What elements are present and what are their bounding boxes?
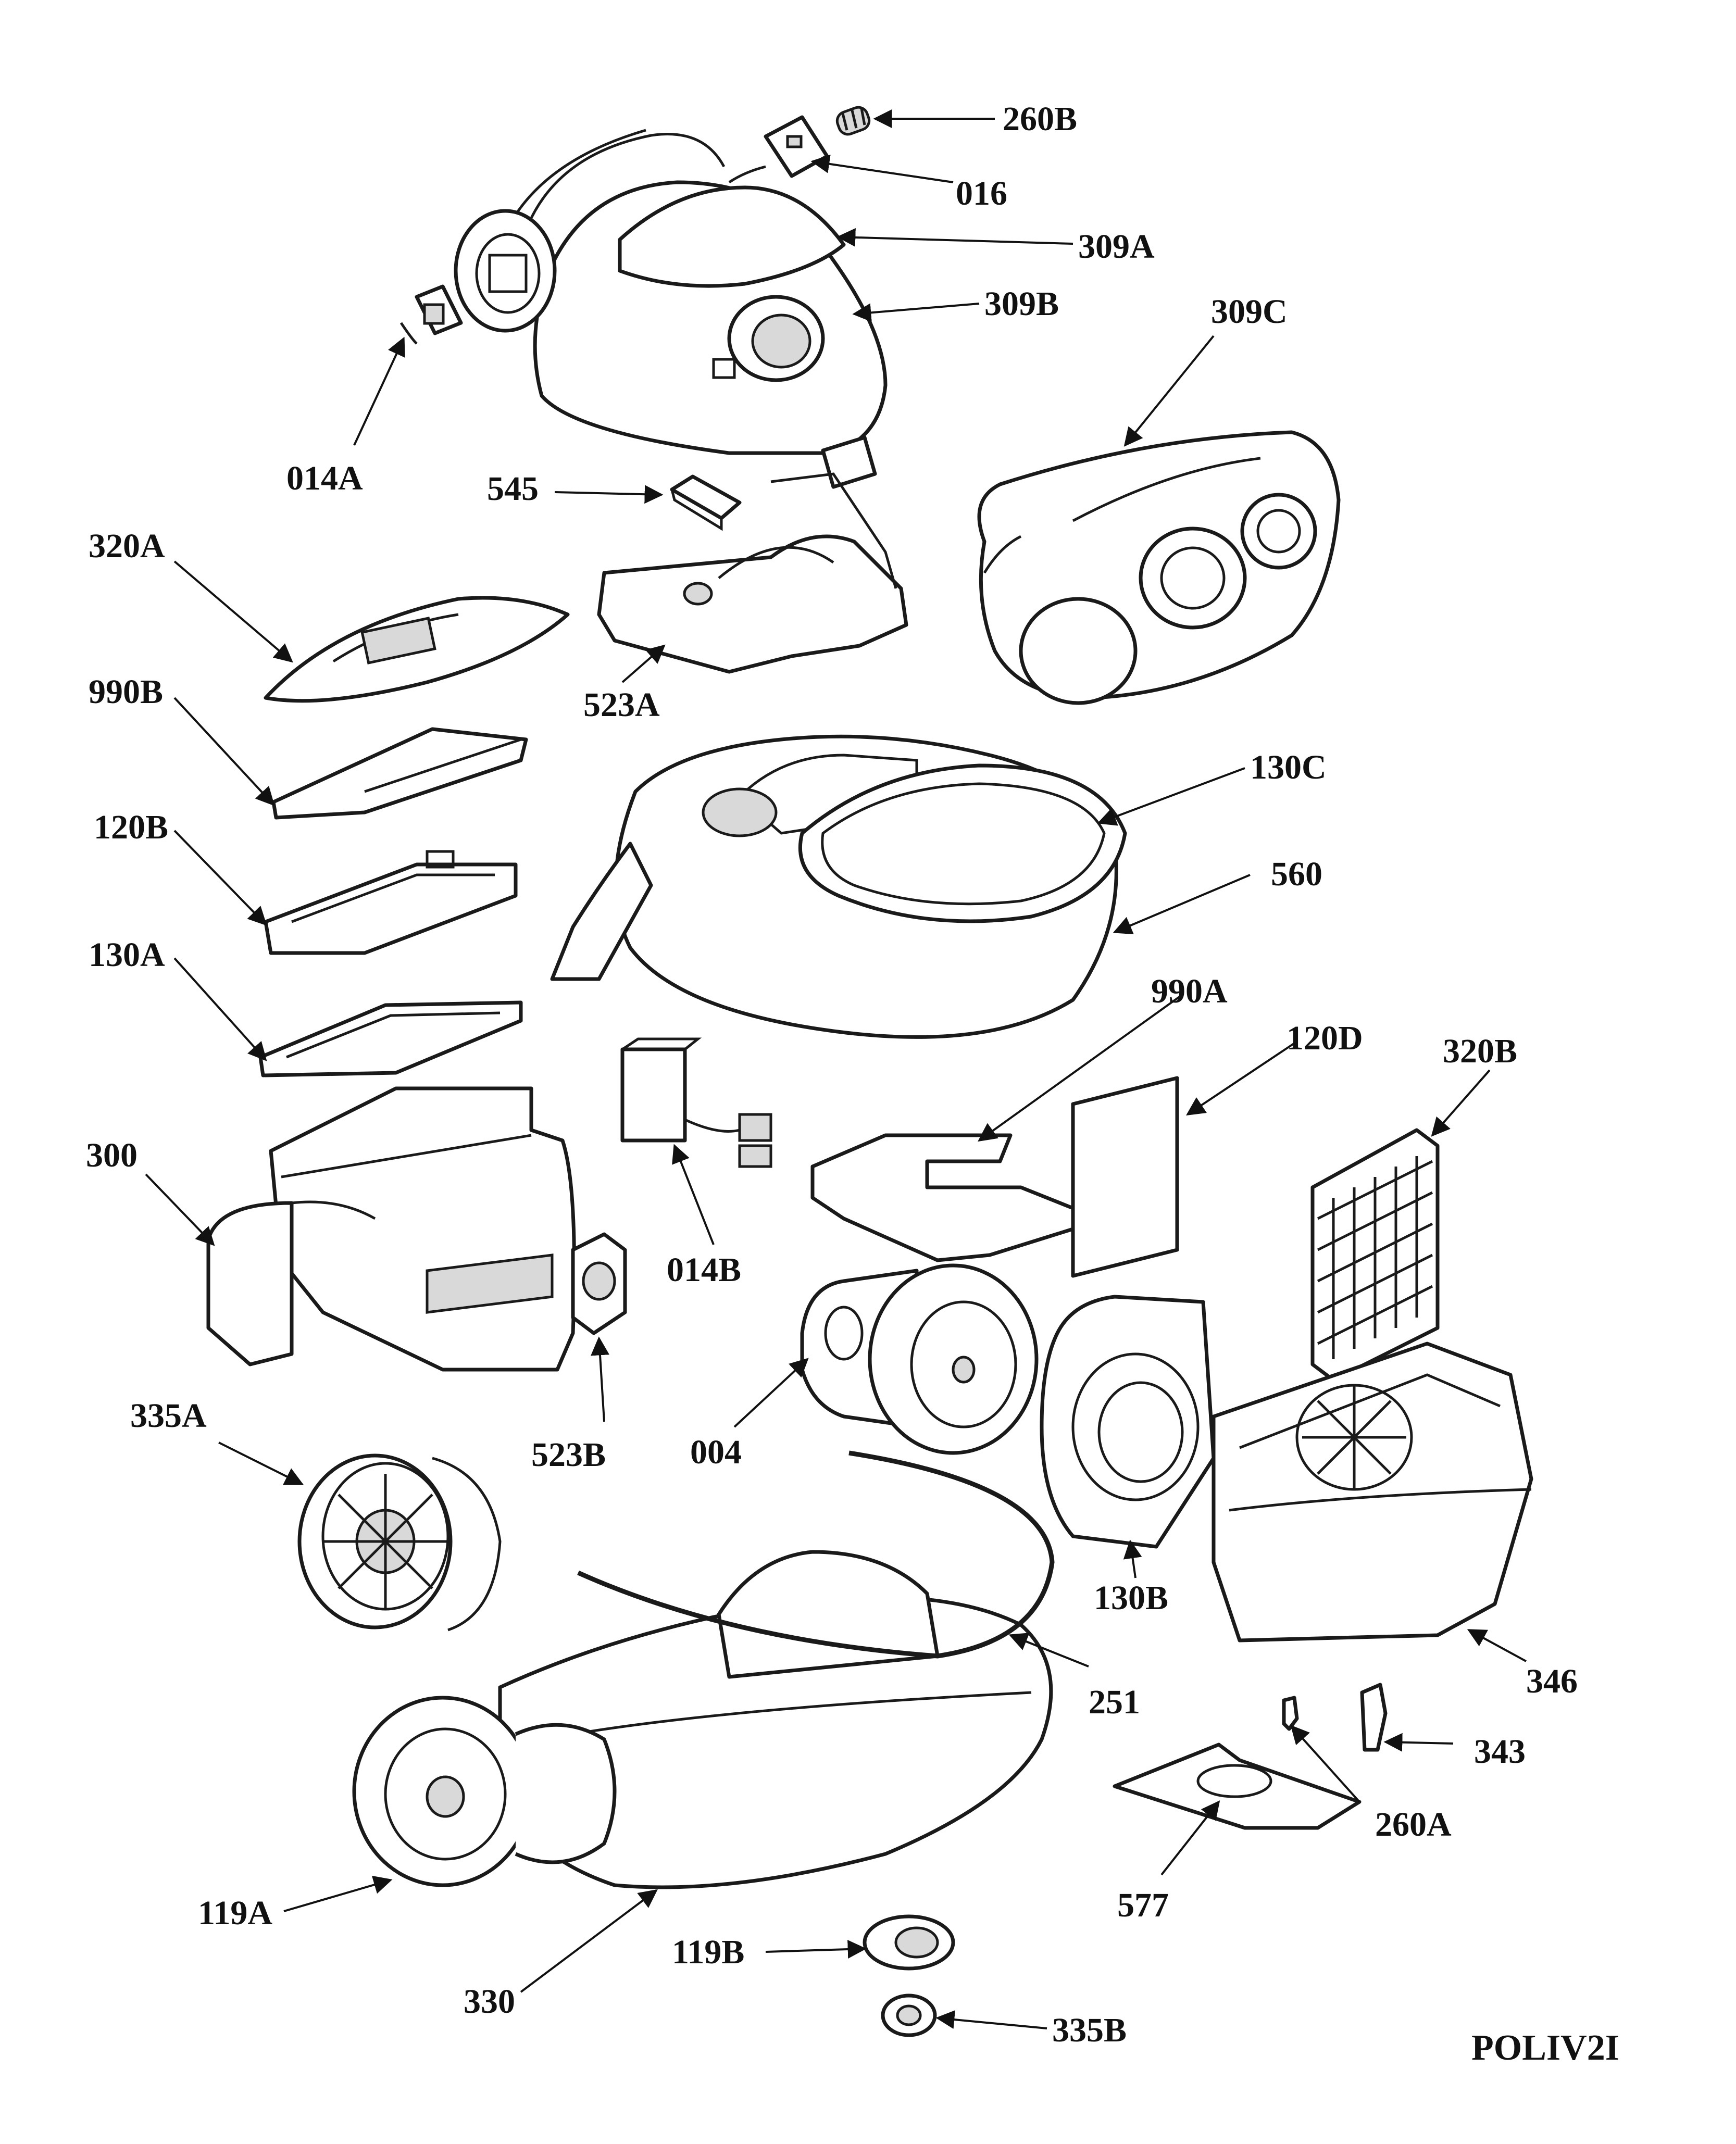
- leader-251: [1008, 1633, 1089, 1667]
- callout-014A: 014A: [286, 459, 363, 497]
- leader-014A: [353, 336, 405, 446]
- part-drawing-119B: [863, 1914, 955, 1971]
- leader-990A: [978, 994, 1183, 1142]
- callout-990A: 990A: [1151, 972, 1228, 1010]
- callout-120B: 120B: [94, 808, 168, 846]
- part-drawing-330: [498, 1550, 1053, 1889]
- callout-309C: 309C: [1211, 293, 1288, 331]
- part-drawing-130A: [258, 1000, 523, 1077]
- leader-577: [1160, 1800, 1220, 1876]
- model-code: POLIV2I: [1471, 2028, 1619, 2068]
- leader-990B: [173, 697, 275, 806]
- part-drawing-130B: [1040, 1295, 1216, 1549]
- part-drawing-016: [728, 115, 829, 184]
- leader-130C: [1097, 767, 1245, 826]
- callout-335A: 335A: [130, 1397, 207, 1435]
- part-drawing-130C: [798, 763, 1127, 923]
- callout-320B: 320B: [1443, 1032, 1517, 1070]
- callout-523B: 523B: [531, 1436, 606, 1474]
- leader-016: [810, 154, 954, 183]
- leader-119A: [283, 1875, 393, 1912]
- part-drawing-577: [1113, 1742, 1362, 1830]
- leader-120D: [1186, 1040, 1298, 1115]
- part-drawing-120B: [264, 850, 518, 955]
- part-drawing-120D: [1071, 1076, 1179, 1278]
- part-drawing-260B: [835, 106, 871, 136]
- part-drawing-990A: [810, 1133, 1075, 1262]
- part-drawing-hub-ring: [454, 209, 557, 333]
- callout-335B: 335B: [1052, 2011, 1127, 2049]
- callout-309A: 309A: [1078, 228, 1155, 266]
- part-drawing-309B: [493, 129, 888, 489]
- callout-labels: 260B 016 309A 309B 309C 014A 545 320A 52…: [86, 100, 1578, 2049]
- callout-320A: 320A: [89, 527, 165, 565]
- leader-014B: [672, 1144, 715, 1245]
- part-drawing-346: [1212, 1341, 1533, 1643]
- leader-130A: [173, 957, 267, 1061]
- leader-120B: [173, 830, 267, 926]
- callout-260B: 260B: [1003, 100, 1077, 138]
- part-drawing-523A: [597, 472, 908, 674]
- part-drawing-004: [800, 1263, 1039, 1455]
- callout-016: 016: [956, 174, 1007, 212]
- callout-119B: 119B: [672, 1933, 744, 1971]
- callout-120D: 120D: [1287, 1019, 1363, 1057]
- callout-130B: 130B: [1094, 1579, 1168, 1617]
- part-drawing-014A: [399, 284, 463, 345]
- leader-335A: [218, 1441, 304, 1485]
- part-drawing-260A: [1282, 1696, 1299, 1731]
- callout-545: 545: [487, 470, 539, 508]
- leader-309C: [1123, 335, 1215, 447]
- callout-130A: 130A: [89, 936, 165, 974]
- leader-309A: [836, 228, 1073, 247]
- part-drawing-545: [670, 474, 742, 531]
- callout-119A: 119A: [198, 1894, 272, 1932]
- callout-130C: 130C: [1250, 748, 1327, 786]
- callout-251: 251: [1089, 1683, 1140, 1721]
- leader-130B: [1123, 1539, 1142, 1578]
- callout-346: 346: [1526, 1662, 1578, 1700]
- callout-260A: 260A: [1375, 1806, 1452, 1844]
- part-drawing-300: [206, 1086, 576, 1372]
- callout-300: 300: [86, 1136, 138, 1174]
- leader-560: [1113, 874, 1251, 934]
- leader-309B: [852, 303, 980, 322]
- leader-346: [1467, 1629, 1527, 1662]
- leader-523A: [621, 644, 666, 683]
- part-drawing-309C: [977, 430, 1341, 705]
- callout-330: 330: [464, 1983, 515, 2021]
- leader-523B: [591, 1336, 609, 1422]
- leader-lines: [145, 109, 1527, 2029]
- leader-330: [520, 1889, 658, 1993]
- part-drawing-320A: [264, 596, 570, 703]
- callout-309B: 309B: [984, 285, 1059, 323]
- leader-343: [1383, 1733, 1454, 1752]
- leader-335B: [935, 2010, 1047, 2029]
- part-drawing-014B: [620, 1037, 772, 1168]
- leader-004: [733, 1358, 809, 1428]
- part-drawing-335B: [881, 1993, 937, 2037]
- leader-260A: [1290, 1725, 1360, 1803]
- part-drawing-119A: [352, 1696, 617, 1887]
- callout-523A: 523A: [583, 686, 660, 724]
- leader-320A: [173, 560, 293, 663]
- part-drawing-320B: [1310, 1128, 1440, 1382]
- callout-577: 577: [1117, 1886, 1169, 1924]
- leader-300: [145, 1173, 215, 1246]
- part-drawing-343: [1360, 1683, 1388, 1752]
- callout-560: 560: [1271, 855, 1322, 893]
- callout-014B: 014B: [667, 1251, 741, 1289]
- part-drawing-523B: [571, 1232, 627, 1335]
- callout-343: 343: [1474, 1733, 1526, 1771]
- callout-990B: 990B: [89, 673, 163, 711]
- part-drawing-990B: [271, 727, 528, 820]
- leader-119B: [765, 1940, 867, 1959]
- part-drawing-335A: [297, 1453, 502, 1632]
- leader-545: [554, 485, 664, 504]
- part-drawing-251: [577, 1450, 1055, 1659]
- leader-320B: [1431, 1069, 1491, 1137]
- callout-004: 004: [690, 1433, 742, 1471]
